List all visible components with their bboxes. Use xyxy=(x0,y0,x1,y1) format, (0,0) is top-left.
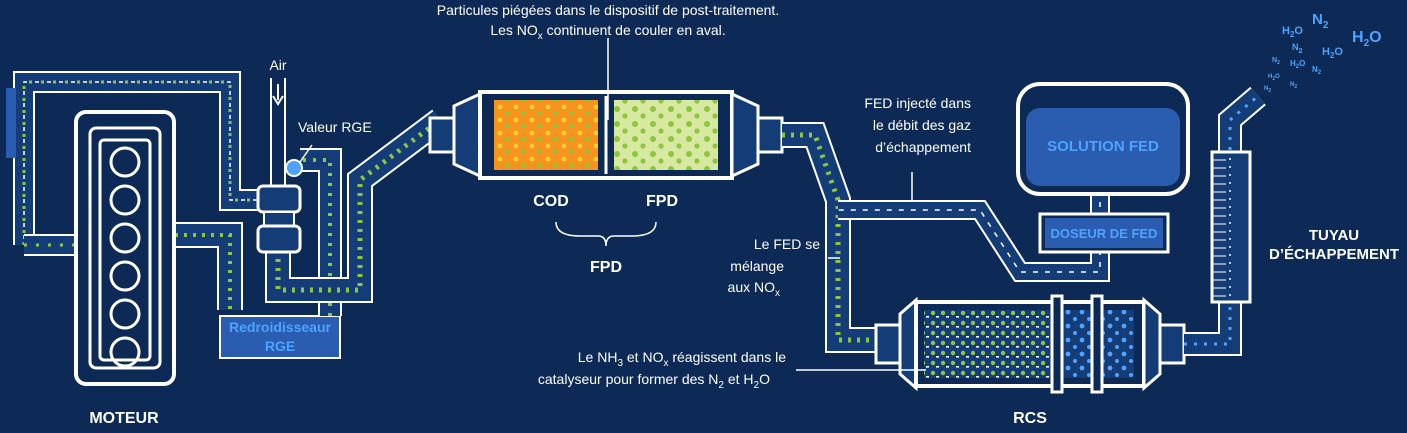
scr-canister xyxy=(874,294,1186,394)
egr-loop-pipe xyxy=(6,71,278,256)
cylinder xyxy=(109,184,141,216)
cylinder xyxy=(109,336,141,368)
react-line1: Le NH3 et NOx réagissent dans le xyxy=(578,349,786,369)
fed-solution-label: SOLUTION FED xyxy=(1047,138,1159,155)
turbo-outlet-pipe xyxy=(265,109,448,303)
egr-valve xyxy=(285,159,303,177)
egr-return-pipe xyxy=(300,148,342,316)
cylinder xyxy=(109,260,141,292)
air-label: Air xyxy=(269,57,286,73)
fpd-label: FPD xyxy=(646,193,678,210)
emission-n2: N2 xyxy=(1272,57,1280,66)
air-intake-pipe xyxy=(270,78,286,185)
fed-mix-line3: aux NOx xyxy=(728,279,780,299)
engine xyxy=(74,110,176,386)
cylinder xyxy=(109,146,141,178)
egr-valve-label: Valeur RGE xyxy=(298,119,372,135)
emission-n2: N2 xyxy=(1290,82,1297,90)
cylinder xyxy=(109,298,141,330)
emission-h2o: H2O xyxy=(1290,59,1305,70)
fed-mix-line1: Le FED se xyxy=(754,236,820,252)
emission-n2: N2 xyxy=(1292,42,1303,55)
scr-label: RCS xyxy=(1013,410,1047,427)
emission-h2o: H2O xyxy=(1268,74,1280,82)
fed-doser: DOSEUR DE FED xyxy=(1038,212,1170,254)
emissions: N2 H2O H2O H2O N2 H2O N2 N2 H2O N2 N2 xyxy=(1264,11,1382,94)
fpd-group-brace xyxy=(555,221,657,247)
doc-dpf-canister xyxy=(428,90,784,180)
emission-h2o-large: H2O xyxy=(1352,29,1382,49)
egr-cooler: Redroidisseaur RGE xyxy=(219,315,341,359)
egr-valve-leader xyxy=(299,144,313,163)
engine-label: MOTEUR xyxy=(89,410,159,427)
fed-injected-line2: le débit des gaz xyxy=(873,117,971,133)
exhaust-manifold-pipe xyxy=(175,222,243,310)
caption-line2: Les NOx continuent de couler en aval. xyxy=(490,22,725,42)
fpd-group-label: FPD xyxy=(590,259,622,276)
egr-pipe-highlight xyxy=(6,88,16,158)
fed-injected-line1: FED injecté dans xyxy=(864,95,971,111)
emission-h2o: H2O xyxy=(1322,46,1343,60)
react-line2: catalyseur pour former des N2 et H2O xyxy=(538,371,770,391)
exhaust-muffler xyxy=(1212,159,1226,297)
fed-injected-line3: d’échappement xyxy=(875,139,971,155)
cod-label: COD xyxy=(533,193,569,210)
turbocharger xyxy=(256,184,302,254)
exhaust-pipe xyxy=(1184,86,1266,356)
exhaust-label-line1: TUYAU xyxy=(1309,227,1359,244)
emission-h2o: H2O xyxy=(1282,25,1303,39)
egr-cooler-label-line2: RGE xyxy=(265,338,295,354)
fed-tank: SOLUTION FED xyxy=(1016,82,1190,196)
emission-n2: N2 xyxy=(1312,65,1322,76)
fed-mix-line2: mélange xyxy=(730,258,784,274)
exhaust-label-line2: D’ÉCHAPPEMENT xyxy=(1269,246,1399,263)
egr-cooler-label-line1: Redroidisseaur xyxy=(229,319,331,335)
caption-line1: Particules piégées dans le dispositif de… xyxy=(437,2,779,18)
emission-n2-large: N2 xyxy=(1312,11,1329,31)
emission-n2: N2 xyxy=(1264,86,1271,94)
cylinder xyxy=(109,222,141,254)
fed-doser-label: DOSEUR DE FED xyxy=(1051,226,1158,241)
